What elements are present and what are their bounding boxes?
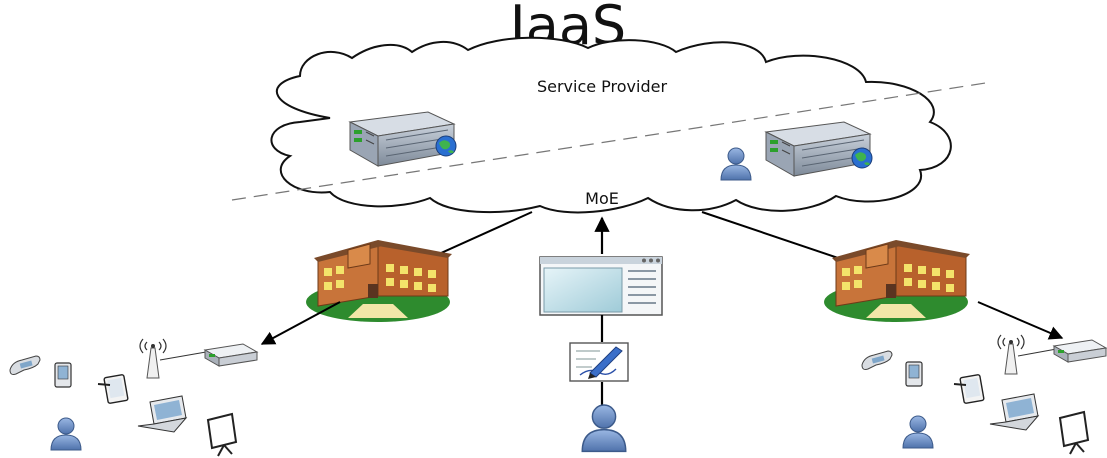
document-sign-icon [569, 342, 629, 382]
provider-divider-line [231, 81, 993, 201]
tablet-icon [953, 373, 986, 405]
school-building-icon [305, 239, 453, 323]
router-icon [204, 343, 258, 367]
user-icon [581, 404, 627, 453]
cloud-to-right-school-line [701, 211, 851, 263]
mobile-phone-icon [9, 355, 41, 375]
wireless-antenna-icon [139, 338, 167, 379]
cloud-to-left-school-line [429, 211, 533, 259]
service-provider-label: Service Provider [537, 77, 668, 96]
pda-icon [905, 361, 923, 387]
antenna-to-router-line [159, 351, 207, 361]
wireless-antenna-icon [997, 334, 1025, 375]
left-school-to-router-arrow [260, 301, 341, 345]
moe-label: MoE [585, 189, 619, 208]
globe-icon [851, 147, 873, 169]
mobile-phone-icon [861, 350, 893, 370]
laptop-icon [989, 393, 1039, 431]
router-icon [1053, 339, 1107, 363]
pda-icon [54, 362, 72, 388]
school-building-icon [823, 239, 971, 323]
application-window-icon [539, 256, 663, 316]
laptop-icon [137, 395, 187, 433]
globe-icon [435, 135, 457, 157]
presentation-board-icon [207, 413, 237, 457]
presentation-board-icon [1059, 411, 1089, 455]
tablet-icon [97, 373, 130, 405]
user-icon [902, 415, 934, 449]
user-icon [50, 417, 82, 451]
right-school-to-router-arrow [977, 301, 1064, 340]
